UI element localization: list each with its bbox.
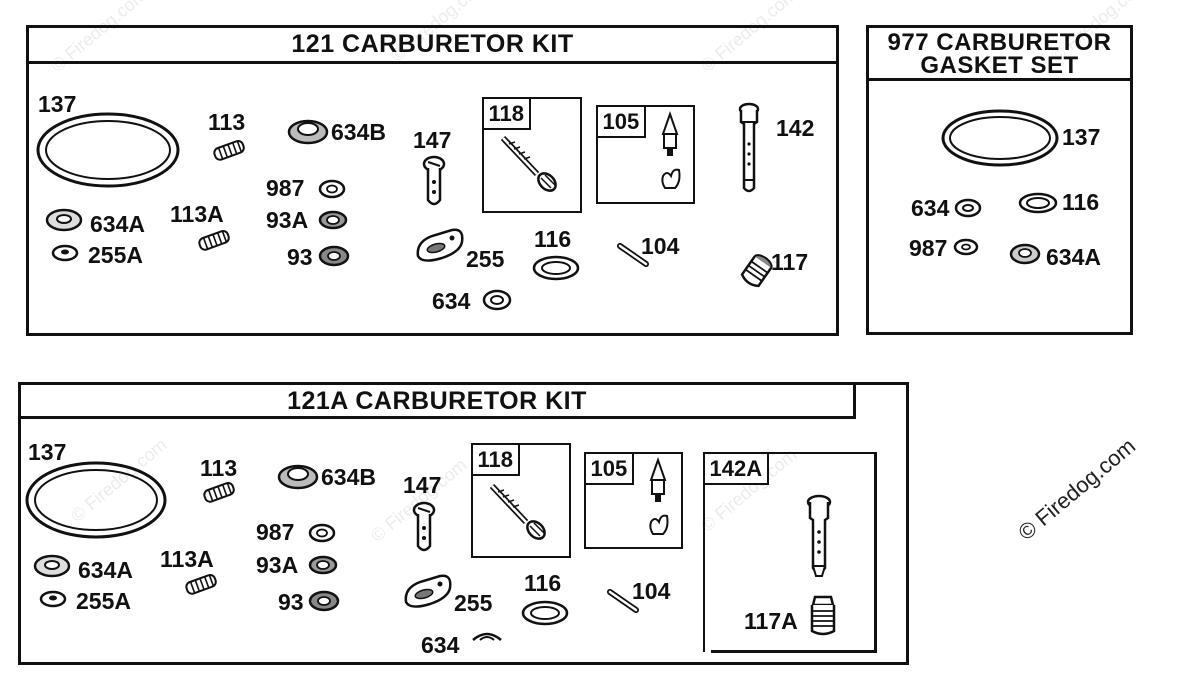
label-a-113: 113 [200,455,238,481]
washer-icon [318,179,346,199]
label-a-117a: 117A [744,608,798,634]
label-a-105: 105 [583,451,635,485]
label-a-118: 118 [470,442,520,476]
pin-icon [607,589,639,613]
plate-icon [416,228,464,262]
washer-icon [308,523,336,543]
part-a-105-box: 105 [583,451,683,549]
jet-icon [740,254,773,288]
washer-icon [308,590,340,612]
label-977-634: 634 [911,195,950,221]
label-977-634a: 634A [1046,244,1101,270]
needle-screw-icon [489,483,546,540]
label-117: 117 [771,249,809,275]
gasket-ring-icon [25,461,167,539]
grommet-icon [287,119,329,145]
label-255: 255 [466,246,505,272]
washer-icon [953,238,979,256]
label-116: 116 [534,226,572,252]
part-a-118-box: 118 [470,442,571,558]
ring-icon [521,600,569,626]
washer-icon [308,555,338,575]
float-needle-icon [649,456,669,535]
kit-977-title-line2: GASKET SET [920,52,1079,79]
label-a-634a: 634A [78,557,133,583]
label-a-147: 147 [403,472,442,498]
ring-icon [1018,192,1058,214]
label-a-113a: 113A [160,546,214,572]
pin-icon [617,243,649,267]
ring-icon [532,255,580,281]
kit-977-title-bar [866,25,1133,81]
label-a-116: 116 [524,570,562,596]
kit-121a-title: 121A CARBURETOR KIT [287,387,587,415]
spring-icon [213,139,245,161]
part-118-box: 118 [481,96,582,213]
label-a-93: 93 [278,589,304,615]
grommet-icon [277,464,319,490]
label-113a: 113A [170,201,224,227]
spring-icon [198,229,230,251]
label-105: 105 [595,104,647,138]
box-edge [874,452,877,652]
part-a-142a-box: 142A [702,451,877,652]
label-977-137: 137 [1062,124,1101,150]
label-a-634: 634 [421,632,460,658]
label-977-987: 987 [909,235,948,261]
label-987: 987 [266,175,305,201]
label-a-987: 987 [256,519,295,545]
kit-121a-title-bar [18,382,856,419]
label-a-93a: 93A [256,552,299,578]
label-104: 104 [641,233,680,259]
label-255a: 255A [88,242,143,268]
label-634b: 634B [331,119,386,145]
washer-icon [472,632,502,641]
label-93a: 93A [266,207,309,233]
copyright-text: © Firedog.com [1013,433,1141,546]
main-jet-icon [412,501,436,552]
washer-icon [318,210,348,230]
washer-icon [45,208,83,232]
part-105-box: 105 [595,104,695,204]
plate-icon [404,574,452,608]
jet-icon [810,595,836,636]
label-147: 147 [413,127,452,153]
washer-icon [318,245,350,267]
kit-977-title-line1: 977 CARBURETOR [887,29,1112,56]
label-634: 634 [432,288,471,314]
kit-121-title: 121 CARBURETOR KIT [291,30,574,58]
washer-icon [954,198,982,218]
label-118: 118 [481,96,531,130]
emulsion-tube-icon [806,494,832,577]
needle-screw-icon [500,135,557,192]
box-edge [711,650,877,653]
gasket-ring-icon [36,112,180,188]
washer-icon [1009,243,1041,265]
washer-icon [482,289,512,311]
emulsion-tube-icon [738,102,760,193]
kit-121-title-bar [26,25,839,64]
float-needle-icon [661,110,681,189]
label-a-137: 137 [28,439,67,465]
label-a-104: 104 [632,578,671,604]
label-a-255: 255 [454,590,493,616]
spring-icon [203,481,235,503]
label-977-116: 116 [1062,189,1100,215]
label-634a: 634A [90,211,145,237]
label-93: 93 [287,244,313,270]
label-113: 113 [208,109,246,135]
label-a-634b: 634B [321,464,376,490]
washer-icon [51,244,79,262]
gasket-ring-icon [941,109,1059,167]
washer-icon [33,554,71,578]
spring-icon [185,573,217,595]
label-137: 137 [38,91,77,117]
label-a-255a: 255A [76,588,131,614]
label-142: 142 [776,115,815,141]
label-a-142a: 142A [702,451,770,485]
washer-icon [39,590,67,608]
main-jet-icon [422,155,446,206]
